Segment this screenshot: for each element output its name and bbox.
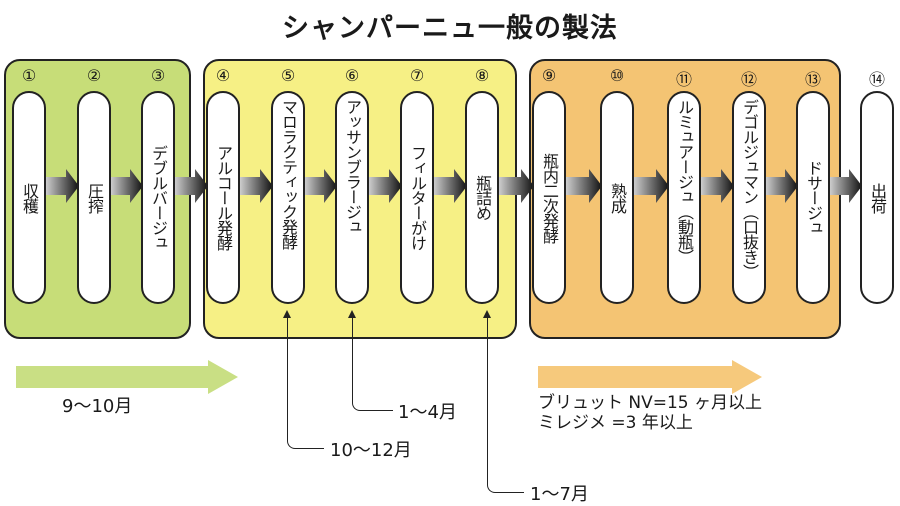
step-pill: 出荷 (860, 91, 894, 304)
step-label: 熟成 (608, 182, 627, 213)
aging-note-brut-nv: ブリュット NV=15 ヶ月以上 (538, 393, 763, 413)
step-label: ルミュアージュ（動瓶） (675, 99, 694, 264)
step-pill: ドサージュ (796, 91, 830, 304)
malolactic-period-label: 10〜12月 (330, 440, 412, 461)
step-label: 圧搾 (85, 182, 104, 213)
flow-arrow (699, 169, 734, 203)
timeline-band-harvest (16, 360, 238, 394)
step-number: ⑭ (868, 70, 885, 89)
flow-arrow (367, 169, 402, 203)
step-number: ⑩ (609, 66, 625, 85)
flow-arrow (828, 169, 862, 203)
leader-line-malolactic (287, 316, 324, 449)
step-label: マロラクティック発酵 (279, 99, 298, 249)
step-number: ⑫ (740, 70, 757, 89)
assemblage-period-label: 1〜4月 (398, 402, 457, 423)
step-label: 瓶詰め (473, 175, 492, 220)
step-pill: 圧搾 (77, 91, 111, 304)
step-pill: デゴルジュマン（口抜き） (732, 91, 766, 304)
flow-arrow (44, 169, 79, 203)
step-number: ⑬ (804, 70, 821, 89)
step-pill: 瓶詰め (465, 91, 499, 304)
step-pill: アルコール発酵 (206, 91, 240, 304)
step-number: ⑥ (344, 66, 360, 85)
step-pill: 熟成 (600, 91, 634, 304)
step-number: ① (21, 66, 37, 85)
step-number: ② (86, 66, 102, 85)
page-title: シャンパーニュ一般の製法 (282, 13, 618, 44)
step-pill: 瓶内二次発酵 (532, 91, 566, 304)
step-label: 出荷 (868, 182, 887, 213)
flow-arrow (109, 169, 143, 203)
step-label: デゴルジュマン（口抜き） (740, 99, 759, 279)
flow-arrow (764, 169, 798, 203)
timeline-band-aging (538, 360, 762, 394)
step-pill: デブルバージュ (141, 91, 175, 304)
flow-arrow (632, 169, 669, 203)
flow-arrow (238, 169, 273, 203)
step-pill: マロラクティック発酵 (271, 91, 305, 304)
step-label: フィルターがけ (408, 145, 427, 250)
step-label: アッサンブラージュ (343, 99, 362, 234)
step-pill: 収穫 (12, 91, 46, 304)
aging-note-millesime: ミレジメ =3 年以上 (538, 413, 693, 433)
harvest-period-label: 9〜10月 (62, 396, 133, 417)
flow-arrow (497, 169, 534, 203)
flow-arrow (173, 169, 208, 203)
leader-line-assemblage (352, 316, 393, 411)
step-label: アルコール発酵 (214, 145, 233, 250)
step-pill: アッサンブラージュ (335, 91, 369, 304)
step-pill: フィルターがけ (400, 91, 434, 304)
step-label: 瓶内二次発酵 (540, 152, 559, 243)
step-label: 収穫 (20, 182, 39, 213)
bottling-period-label: 1〜7月 (530, 484, 589, 505)
step-label: ドサージュ (804, 160, 823, 235)
flow-arrow (432, 169, 467, 203)
flow-arrow (564, 169, 602, 203)
leader-line-bottling (487, 316, 524, 493)
step-label: デブルバージュ (149, 145, 168, 250)
step-pill: ルミュアージュ（動瓶） (667, 91, 701, 304)
step-number: ⑤ (280, 66, 296, 85)
step-number: ④ (215, 66, 231, 85)
flow-arrow (303, 169, 337, 203)
step-number: ⑧ (474, 66, 490, 85)
step-number: ③ (150, 66, 166, 85)
step-number: ⑪ (675, 70, 692, 89)
step-number: ⑨ (541, 66, 557, 85)
step-number: ⑦ (409, 66, 425, 85)
flow-arrows (44, 169, 862, 203)
